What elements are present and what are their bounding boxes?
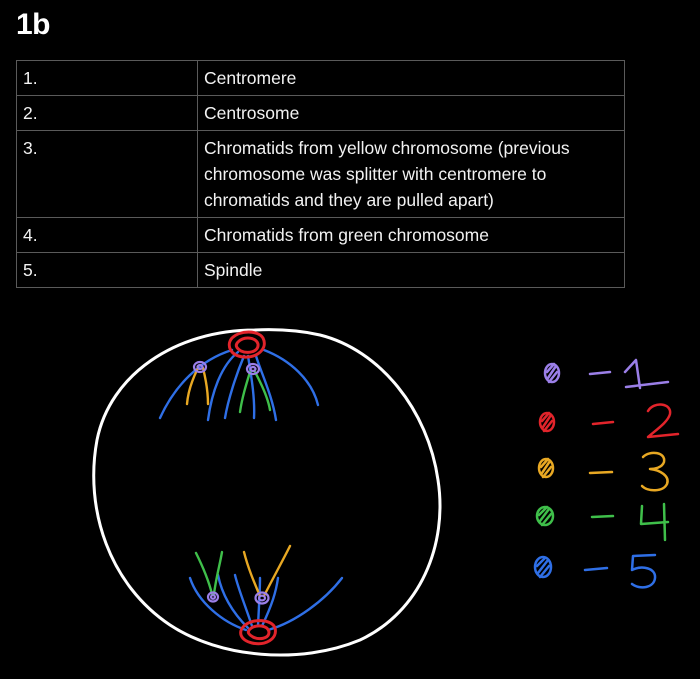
table-row: 1. Centromere: [16, 60, 625, 96]
label-table: 1. Centromere 2. Centrosome 3. Chromatid…: [16, 60, 625, 288]
row-number: 3.: [16, 130, 198, 218]
top-yellow-chromatid: [201, 366, 210, 406]
key-number-3: [640, 451, 669, 492]
color-key: [533, 358, 680, 589]
key-number-2: [646, 403, 680, 439]
top-centromere: [245, 362, 261, 376]
key-row-4: [535, 502, 670, 542]
key-dash: [588, 470, 614, 475]
row-number: 2.: [16, 95, 198, 131]
table-row: 3. Chromatids from yellow chromosome (pr…: [16, 130, 625, 218]
key-row-5: [533, 553, 657, 589]
row-number: 4.: [16, 217, 198, 253]
key-dash: [583, 566, 609, 572]
cell-outline: [92, 328, 442, 657]
bottom-yellow-chromatid: [242, 550, 262, 598]
key-swatch-centrosome: [538, 411, 556, 433]
key-swatch-spindle: [533, 555, 553, 579]
key-number-5: [630, 553, 657, 589]
key-row-3: [537, 451, 669, 492]
table-row: 5. Spindle: [16, 252, 625, 288]
page-title: 1b: [16, 8, 51, 41]
top-green-chromatid: [238, 370, 252, 414]
bottom-green-chromatid: [194, 551, 214, 596]
row-label: Spindle: [197, 252, 625, 288]
table-row: 4. Chromatids from green chromosome: [16, 217, 625, 253]
top-centromere: [192, 360, 208, 374]
key-swatch-green-chromatid: [535, 505, 555, 527]
bottom-centromere: [206, 591, 220, 603]
key-row-1: [543, 358, 670, 390]
top-spindle: [158, 348, 320, 422]
key-swatch-centromere: [543, 362, 561, 384]
row-number: 5.: [16, 252, 198, 288]
key-row-2: [538, 403, 680, 439]
row-number: 1.: [16, 60, 198, 96]
key-swatch-yellow-chromatid: [537, 457, 555, 479]
top-green-chromatid: [253, 370, 272, 412]
row-label: Centromere: [197, 60, 625, 96]
key-dash: [591, 420, 615, 426]
row-label: Chromatids from green chromosome: [197, 217, 625, 253]
table-row: 2. Centrosome: [16, 95, 625, 131]
bottom-green-chromatid: [212, 550, 224, 596]
top-centrosome: [227, 330, 266, 359]
row-label: Centrosome: [197, 95, 625, 131]
key-number-4: [639, 502, 670, 542]
key-dash: [590, 514, 615, 519]
key-number-1: [623, 358, 670, 390]
cell-division-drawing: [92, 328, 680, 657]
bottom-centrosome: [239, 619, 277, 646]
key-dash: [588, 370, 612, 376]
bottom-yellow-chromatid: [262, 544, 292, 598]
row-label: Chromatids from yellow chromosome (previ…: [197, 130, 625, 218]
bottom-centromere: [254, 591, 270, 605]
